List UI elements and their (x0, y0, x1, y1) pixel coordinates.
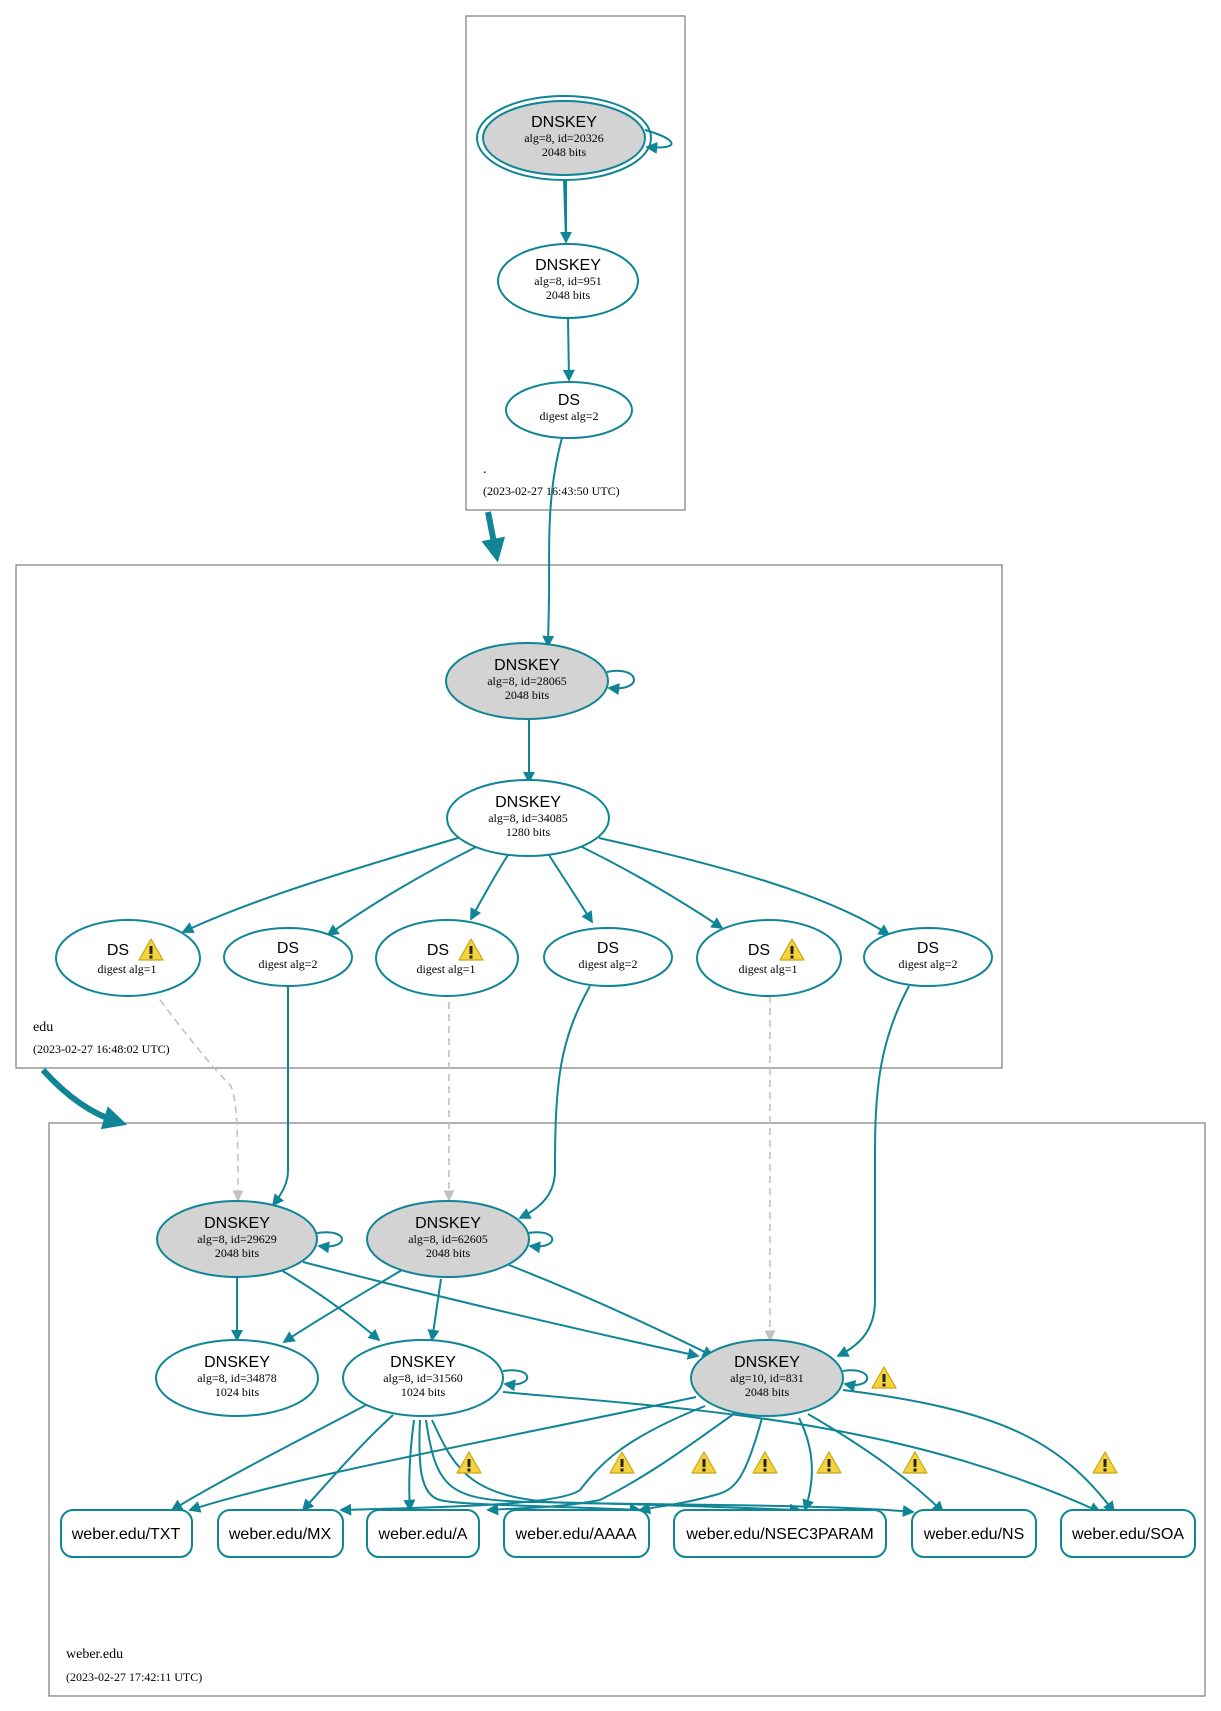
svg-text:DNSKEY: DNSKEY (494, 657, 560, 674)
svg-text:DNSKEY: DNSKEY (495, 794, 561, 811)
svg-text:2048 bits: 2048 bits (745, 1385, 790, 1399)
svg-text:DNSKEY: DNSKEY (204, 1354, 270, 1371)
svg-text:digest alg=1: digest alg=1 (416, 962, 475, 976)
svg-text:DS: DS (277, 940, 299, 957)
svg-text:1024 bits: 1024 bits (215, 1385, 260, 1399)
rrset-node-a: weber.edu/A (366, 1509, 480, 1558)
svg-text:weber.edu/NS: weber.edu/NS (923, 1526, 1025, 1543)
svg-text:alg=10, id=831: alg=10, id=831 (730, 1371, 804, 1385)
edges (159, 129, 1116, 1518)
dnskey-node-root-zsk: DNSKEY alg=8, id=951 2048 bits (497, 243, 639, 319)
dnskey-node-root-ksk: DNSKEY alg=8, id=20326 2048 bits (476, 95, 652, 181)
svg-text:weber.edu/AAAA: weber.edu/AAAA (515, 1526, 637, 1543)
rrset-node-soa: weber.edu/SOA (1060, 1509, 1196, 1558)
rrset-node-txt: weber.edu/TXT (60, 1509, 193, 1558)
svg-text:2048 bits: 2048 bits (215, 1246, 260, 1260)
svg-text:alg=8, id=34878: alg=8, id=34878 (197, 1371, 277, 1385)
ds-node-edu-4: DS digest alg=2 (543, 927, 673, 987)
ds-node-edu-5: DS digest alg=1 (696, 919, 842, 997)
zone-weber-time: (2023-02-27 17:42:11 UTC) (66, 1670, 202, 1684)
dnskey-node-weber-zsk-31560: DNSKEY alg=8, id=31560 1024 bits (342, 1339, 504, 1417)
svg-text:DNSKEY: DNSKEY (734, 1354, 800, 1371)
dnskey-node-weber-ksk-29629: DNSKEY alg=8, id=29629 2048 bits (156, 1200, 318, 1278)
dnskey-node-weber-key-831: DNSKEY alg=10, id=831 2048 bits (690, 1339, 844, 1417)
svg-text:2048 bits: 2048 bits (542, 145, 587, 159)
ds-node-root: DS digest alg=2 (505, 381, 633, 439)
zone-edu-name: edu (33, 1020, 53, 1035)
rrset-node-nsec3param: weber.edu/NSEC3PARAM (673, 1509, 887, 1558)
rrset-node-aaaa: weber.edu/AAAA (503, 1509, 650, 1558)
svg-text:alg=8, id=31560: alg=8, id=31560 (383, 1371, 463, 1385)
svg-text:alg=8, id=62605: alg=8, id=62605 (408, 1232, 488, 1246)
svg-text:alg=8, id=20326: alg=8, id=20326 (524, 131, 604, 145)
svg-text:DNSKEY: DNSKEY (531, 114, 597, 131)
dnskey-node-weber-zsk-34878: DNSKEY alg=8, id=34878 1024 bits (155, 1339, 319, 1417)
svg-text:DS: DS (748, 942, 770, 959)
svg-text:DS: DS (917, 940, 939, 957)
zone-root-name: . (483, 462, 487, 477)
ds-node-edu-3: DS digest alg=1 (375, 919, 519, 997)
svg-text:digest alg=2: digest alg=2 (258, 957, 317, 971)
zone-weber-name: weber.edu (66, 1647, 123, 1662)
svg-text:DS: DS (427, 942, 449, 959)
svg-text:alg=8, id=29629: alg=8, id=29629 (197, 1232, 277, 1246)
svg-text:DS: DS (107, 942, 129, 959)
svg-text:weber.edu/A: weber.edu/A (378, 1526, 468, 1543)
ds-node-edu-2: DS digest alg=2 (223, 927, 353, 987)
svg-text:weber.edu/MX: weber.edu/MX (228, 1526, 332, 1543)
svg-text:2048 bits: 2048 bits (505, 688, 550, 702)
svg-text:weber.edu/SOA: weber.edu/SOA (1071, 1526, 1184, 1543)
svg-text:1280 bits: 1280 bits (506, 825, 551, 839)
dnskey-node-edu-zsk: DNSKEY alg=8, id=34085 1280 bits (446, 779, 610, 857)
svg-text:digest alg=1: digest alg=1 (97, 962, 156, 976)
svg-text:DNSKEY: DNSKEY (535, 257, 601, 274)
svg-text:digest alg=1: digest alg=1 (738, 962, 797, 976)
svg-text:alg=8, id=951: alg=8, id=951 (534, 274, 602, 288)
svg-text:DNSKEY: DNSKEY (415, 1215, 481, 1232)
svg-text:digest alg=2: digest alg=2 (539, 409, 598, 423)
delegation-arrow-root-edu (481, 511, 506, 563)
zone-edu-time: (2023-02-27 16:48:02 UTC) (33, 1042, 170, 1056)
rrset-node-mx: weber.edu/MX (217, 1509, 344, 1558)
dnskey-node-weber-ksk-62605: DNSKEY alg=8, id=62605 2048 bits (366, 1200, 530, 1278)
delegation-arrow-edu-weber (40, 1067, 128, 1130)
svg-text:DNSKEY: DNSKEY (204, 1215, 270, 1232)
rrset-node-ns: weber.edu/NS (911, 1509, 1037, 1558)
ds-node-edu-6: DS digest alg=2 (863, 927, 993, 987)
svg-text:1024 bits: 1024 bits (401, 1385, 446, 1399)
svg-text:alg=8, id=28065: alg=8, id=28065 (487, 674, 567, 688)
svg-text:weber.edu/TXT: weber.edu/TXT (71, 1526, 181, 1543)
svg-text:alg=8, id=34085: alg=8, id=34085 (488, 811, 568, 825)
dnskey-node-edu-ksk: DNSKEY alg=8, id=28065 2048 bits (445, 642, 609, 720)
svg-text:DNSKEY: DNSKEY (390, 1354, 456, 1371)
svg-text:2048 bits: 2048 bits (546, 288, 591, 302)
ds-node-edu-1: DS digest alg=1 (55, 919, 201, 997)
svg-text:weber.edu/NSEC3PARAM: weber.edu/NSEC3PARAM (685, 1526, 873, 1543)
svg-text:DS: DS (558, 392, 580, 409)
svg-text:digest alg=2: digest alg=2 (898, 957, 957, 971)
svg-text:digest alg=2: digest alg=2 (578, 957, 637, 971)
svg-text:DS: DS (597, 940, 619, 957)
svg-text:2048 bits: 2048 bits (426, 1246, 471, 1260)
